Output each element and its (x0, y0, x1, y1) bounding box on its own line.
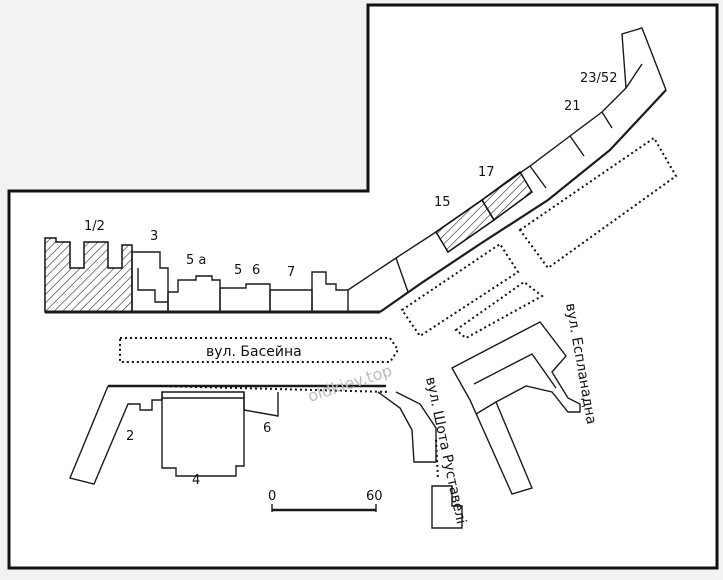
scale-bar-end-label: 60 (366, 489, 383, 504)
rustaveli-corner-building (377, 391, 437, 463)
label-4: 4 (192, 473, 200, 488)
building-5 (219, 283, 271, 312)
label-6: 6 (252, 263, 260, 278)
esplanadna-outer (451, 321, 581, 495)
building-corner (311, 271, 349, 312)
building-labels: 1/2 3 5 а 5 6 7 15 17 21 23/52 2 4 6 (84, 71, 617, 488)
south-dashed-line (159, 385, 391, 393)
building-6-south (243, 392, 279, 417)
esplanadna-inner (473, 353, 557, 389)
map-frame (7, 3, 719, 570)
diagonal-block (347, 27, 667, 313)
scale-bar-start-label: 0 (268, 489, 276, 504)
esplanadna-inner-2 (475, 401, 497, 415)
divider-b (529, 165, 547, 189)
label-15: 15 (434, 195, 451, 210)
rustaveli-dotted-line (435, 439, 439, 481)
label-5: 5 (234, 263, 242, 278)
label-23-52: 23/52 (580, 71, 617, 86)
dotted-block-1 (518, 136, 678, 270)
diagonal-front-line (379, 89, 667, 313)
north-block (44, 237, 380, 314)
building-3-inner (137, 268, 168, 303)
divider-d (601, 111, 613, 129)
street-label-baseina: вул. Басейна (206, 344, 302, 360)
building-3 (131, 251, 169, 312)
label-7: 7 (287, 265, 295, 280)
south-block (69, 384, 463, 529)
building-17-hatched (481, 170, 533, 222)
scale-bar: 0 60 (268, 489, 383, 512)
divider-a (395, 257, 409, 293)
label-2: 2 (126, 429, 134, 444)
demolished-blocks (400, 136, 678, 340)
divider-c (569, 135, 585, 157)
dotted-block-2 (400, 242, 520, 338)
dotted-block-3 (454, 280, 544, 340)
building-4 (161, 391, 245, 477)
building-5a (167, 275, 221, 312)
esplanadna-block (451, 321, 581, 495)
label-3: 3 (150, 229, 158, 244)
label-1-2: 1/2 (84, 219, 105, 234)
building-23-52-end (621, 27, 667, 91)
rustaveli-small-building (431, 485, 463, 529)
building-2 (69, 385, 163, 485)
label-17: 17 (478, 165, 495, 180)
label-21: 21 (564, 99, 581, 114)
label-6-south: 6 (263, 421, 271, 436)
label-5a: 5 а (186, 253, 206, 268)
baseina-street-outline (119, 337, 400, 363)
